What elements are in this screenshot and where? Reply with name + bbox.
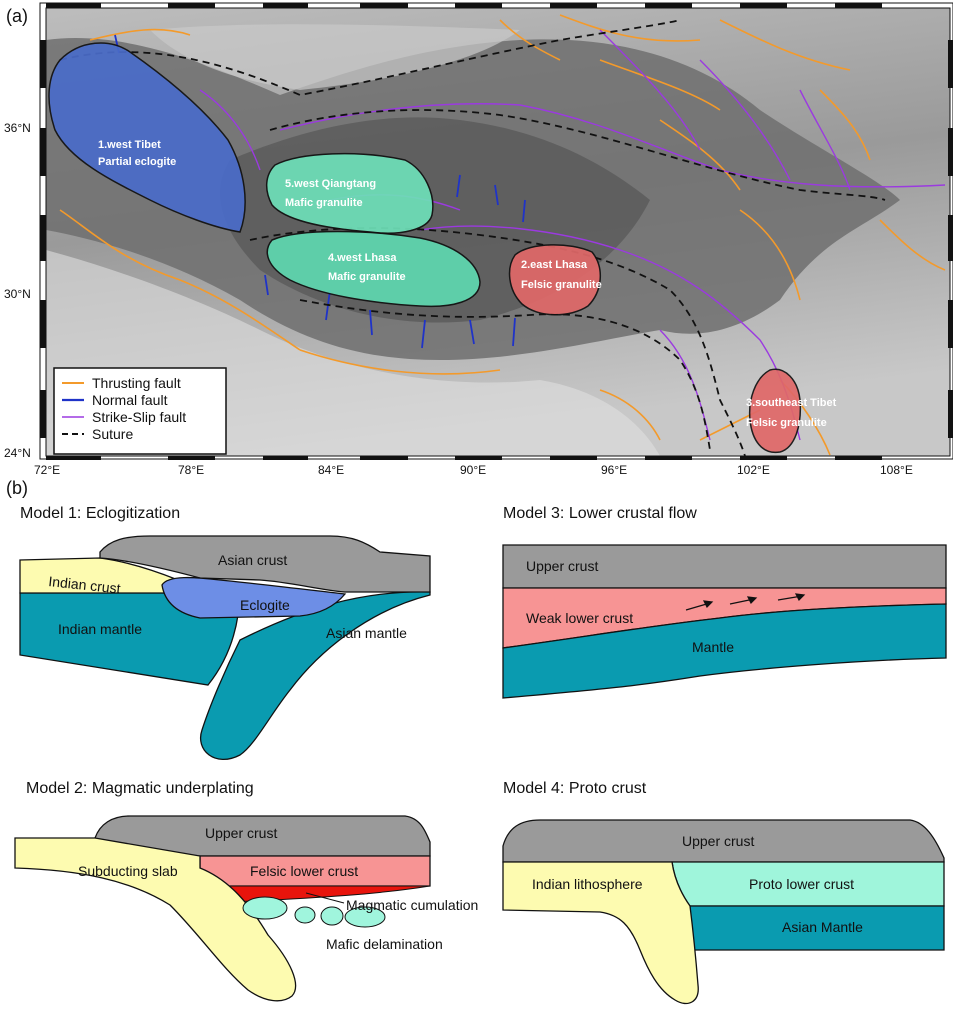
asian-mantle-label-4: Asian Mantle: [782, 919, 863, 935]
svg-text:4.west Lhasa: 4.west Lhasa: [328, 252, 397, 264]
lat-tick-30: 30°N: [4, 287, 31, 301]
lon-tick-72: 72°E: [34, 463, 60, 477]
panel-b-label: (b): [6, 478, 28, 498]
legend-label-suture: Suture: [92, 426, 133, 442]
svg-text:Mafic granulite: Mafic granulite: [328, 271, 406, 283]
weak-lower-crust-label-3: Weak lower crust: [526, 610, 633, 626]
eclogite-label-1: Eclogite: [240, 597, 290, 613]
upper-crust-label-2: Upper crust: [205, 825, 277, 841]
mafic-blob-4: [344, 906, 386, 928]
indian-mantle-label-1: Indian mantle: [58, 621, 142, 637]
upper-crust-4: [502, 819, 945, 863]
asian-crust-label-1: Asian crust: [218, 552, 287, 568]
normal-faults: [114, 34, 526, 349]
model-4: Model 4: Proto crust Upper crust Indian …: [502, 780, 945, 1005]
region-southeast-tibet: 3.southeast Tibet Felsic granulite: [746, 368, 837, 454]
proto-lower-crust-label-4: Proto lower crust: [749, 876, 854, 892]
lat-ticks: 36°N 30°N 24°N: [4, 121, 31, 460]
map: 1.west Tibet Partial eclogite 5.west Qia…: [46, 8, 950, 456]
model-3-title: Model 3: Lower crustal flow: [503, 505, 697, 522]
model-2-title: Model 2: Magmatic underplating: [26, 780, 254, 797]
map-frame: [39, 2, 953, 460]
mafic-blob-3: [320, 906, 344, 926]
upper-crust-label-3: Upper crust: [526, 558, 598, 574]
lat-tick-36: 36°N: [4, 121, 31, 135]
region-east-lhasa: 2.east Lhasa Felsic granulite: [508, 244, 602, 316]
indian-crust-label-1: Indian crust: [48, 573, 122, 596]
svg-text:3.southeast Tibet: 3.southeast Tibet: [746, 397, 837, 409]
region-west-lhasa: 4.west Lhasa Mafic granulite: [266, 230, 481, 308]
map-legend: Thrusting fault Normal fault Strike-Slip…: [53, 367, 227, 455]
felsic-lower-crust-label-2: Felsic lower crust: [250, 863, 358, 879]
mafic-blob-1: [242, 896, 288, 920]
mafic-delamination-label-2: Mafic delamination: [326, 936, 443, 952]
lon-tick-108: 108°E: [880, 463, 913, 477]
svg-text:Felsic granulite: Felsic granulite: [521, 279, 602, 291]
lon-tick-102: 102°E: [737, 463, 770, 477]
indian-lithosphere-label-4: Indian lithosphere: [532, 876, 643, 892]
panel-a-label: (a): [6, 6, 28, 26]
mantle-3: [502, 603, 947, 699]
lon-ticks: 72°E 78°E 84°E 90°E 96°E 102°E 108°E: [34, 463, 913, 477]
model-1-title: Model 1: Eclogitization: [20, 505, 180, 522]
lon-tick-78: 78°E: [178, 463, 204, 477]
legend-label-normal: Normal fault: [92, 392, 168, 408]
svg-text:5.west Qiangtang: 5.west Qiangtang: [285, 178, 376, 190]
cumulation-pointer: [305, 892, 345, 904]
magmatic-cumulation-label-2: Magmatic cumulation: [346, 897, 478, 913]
lat-tick-24: 24°N: [4, 446, 31, 460]
svg-text:Mafic granulite: Mafic granulite: [285, 197, 363, 209]
asian-mantle-1: [199, 591, 431, 761]
svg-text:1.west Tibet: 1.west Tibet: [98, 139, 161, 151]
lon-tick-84: 84°E: [318, 463, 344, 477]
mafic-blob-2: [294, 906, 316, 924]
upper-crust-2: [94, 815, 431, 857]
thrust-faults: [59, 14, 946, 456]
model-4-title: Model 4: Proto crust: [503, 780, 647, 797]
asian-crust-1: [99, 535, 431, 593]
legend-label-strike-slip: Strike-Slip fault: [92, 409, 186, 425]
model-1: Model 1: Eclogitization Asian crust Indi…: [19, 505, 431, 761]
region-west-qiangtang: 5.west Qiangtang Mafic granulite: [266, 152, 434, 234]
mantle-label-3: Mantle: [692, 639, 734, 655]
upper-crust-label-4: Upper crust: [682, 833, 754, 849]
region-west-tibet: 1.west Tibet Partial eclogite: [48, 42, 246, 233]
svg-text:2.east Lhasa: 2.east Lhasa: [521, 259, 588, 271]
eclogite-1: [161, 576, 347, 619]
lon-tick-96: 96°E: [601, 463, 627, 477]
indian-lithosphere-4: [502, 861, 699, 1005]
legend-label-thrust: Thrusting fault: [92, 375, 181, 391]
model-3: Model 3: Lower crustal flow Upper crust …: [502, 505, 947, 699]
svg-text:Partial eclogite: Partial eclogite: [98, 156, 176, 168]
model-2: Model 2: Magmatic underplating Upper cru…: [14, 780, 478, 1002]
lon-tick-90: 90°E: [460, 463, 486, 477]
asian-mantle-label-1: Asian mantle: [326, 625, 407, 641]
svg-text:Felsic granulite: Felsic granulite: [746, 417, 827, 429]
flow-arrows-3: [685, 593, 806, 611]
subducting-slab-label-2: Subducting slab: [78, 863, 178, 879]
